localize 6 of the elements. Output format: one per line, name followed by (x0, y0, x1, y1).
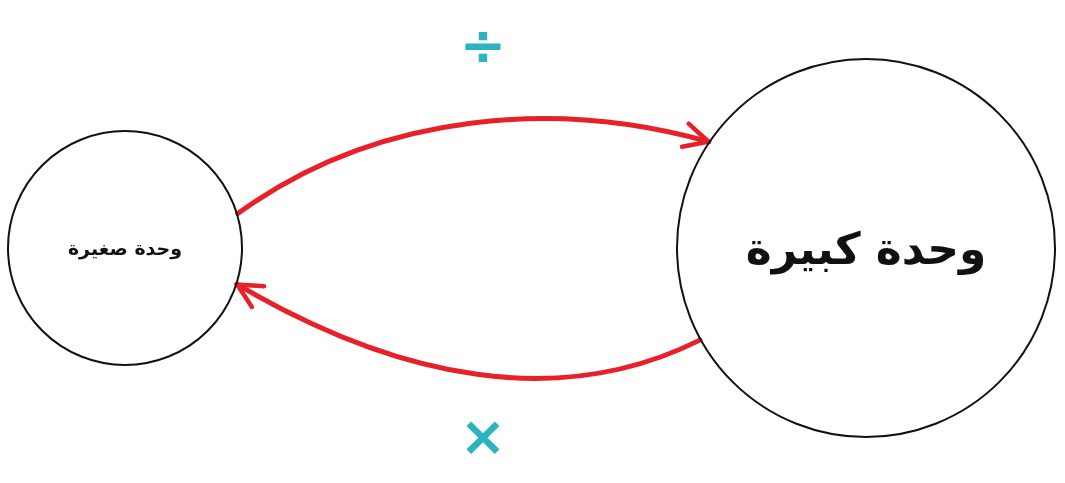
curved-arrow (235, 116, 711, 216)
curved-arrow (234, 281, 703, 381)
unit-label: وحدة صغيرة (67, 237, 183, 259)
unit-circle (7, 130, 243, 366)
unit-label: وحدة كبيرة (745, 222, 987, 274)
unit-circle (676, 58, 1056, 438)
